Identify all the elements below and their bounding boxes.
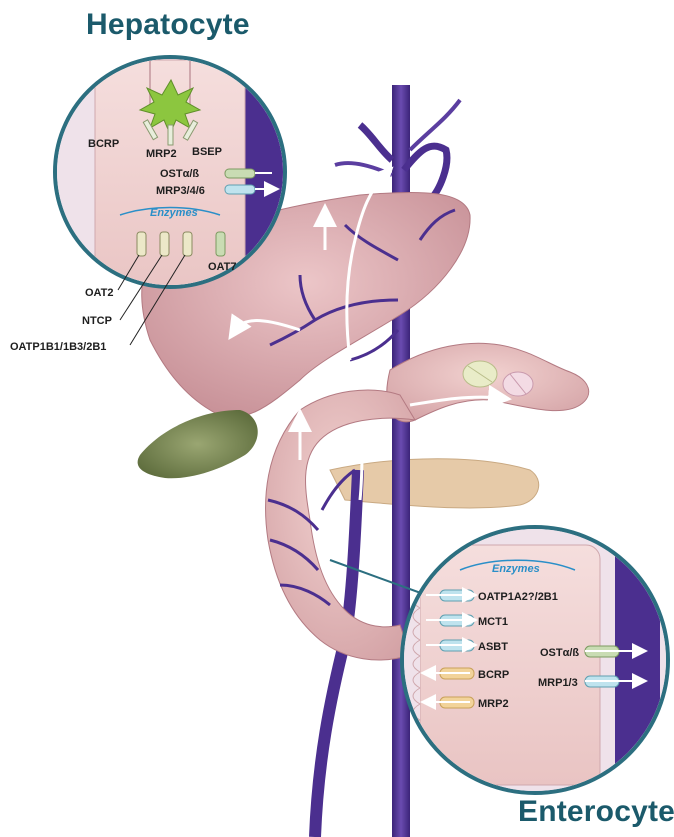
gallbladder [138,410,258,478]
label-oat2: OAT2 [85,287,114,299]
label-mct1: MCT1 [478,616,508,628]
label-ost-ent: OSTα/ß [540,647,579,659]
label-bsep: BSEP [192,146,222,158]
pill-icon [503,372,533,396]
label-mrp2-ent: MRP2 [478,698,509,710]
label-mrp13: MRP1/3 [538,677,578,689]
label-oatp1a2: OATP1A2?/2B1 [478,591,558,603]
label-bcrp-ent: BCRP [478,669,509,681]
label-ntcp: NTCP [82,315,112,327]
label-mrp346: MRP3/4/6 [156,185,205,197]
label-asbt: ASBT [478,641,508,653]
label-oat7: OAT7 [208,261,237,273]
enterocyte-enzymes-label: Enzymes [492,563,540,575]
label-oatp1b: OATP1B1/1B3/2B1 [10,341,106,353]
label-mrp2-hep: MRP2 [146,148,177,160]
pill-icon [463,361,497,387]
label-bcrp-hep: BCRP [88,138,119,150]
hepatocyte-enzymes-label: Enzymes [150,207,198,219]
label-ost-hep: OSTα/ß [160,168,199,180]
